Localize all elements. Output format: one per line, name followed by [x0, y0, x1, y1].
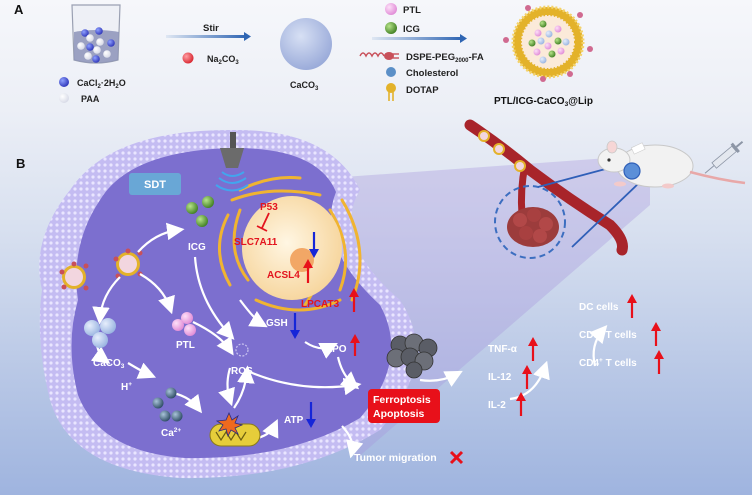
tumor-migration-label: Tumor migration: [354, 452, 437, 464]
icg-legend-label: ICG: [403, 24, 420, 35]
cd8-cells-label: CD8+ T cells: [579, 329, 637, 341]
na2co3-label: Na2CO3: [207, 54, 239, 66]
sdt-badge: [129, 173, 181, 195]
p53-label: P53: [260, 202, 278, 213]
cacl2-label: CaCl2·2H2O: [77, 78, 126, 90]
lpcat3-label: LPCAT3: [301, 299, 340, 310]
caco3-label: CaCO3: [290, 80, 319, 92]
na2co3-dot-icon: [182, 52, 194, 64]
icg-particle-icon: [186, 202, 198, 214]
dc-up-arrow-icon: [627, 294, 637, 318]
ultrasound-waves-icon: [215, 171, 249, 192]
cacl2-dot-icon: [59, 77, 69, 87]
gsh-down-arrow-icon: [290, 313, 300, 339]
paa-dot-icon: [59, 93, 69, 103]
ros-label: ROS: [231, 366, 253, 377]
liposome-entering-icon: [59, 261, 89, 291]
ros-icon: [235, 343, 249, 357]
stir-label: Stir: [203, 23, 219, 34]
tumor-highlight-circle: [494, 185, 566, 259]
slc7a11-down-arrow-icon: [309, 232, 319, 258]
ptl-dot-icon: [385, 3, 397, 15]
icg-particle-icon: [196, 215, 208, 227]
acsl4-label: ACSL4: [267, 270, 300, 281]
mouse-bandage-icon: [630, 142, 646, 155]
icg-particle-icon: [202, 196, 214, 208]
panel-b-label: B: [16, 156, 25, 171]
lpcat3-up-arrow-icon: [349, 288, 359, 312]
ptl-particle-icon: [181, 312, 193, 324]
cd4-cells-label: CD4+ T cells: [579, 357, 637, 369]
atp-label: ATP: [284, 415, 304, 426]
dc-cells-label: DC cells: [579, 302, 619, 313]
lpo-label: LPO: [326, 344, 347, 355]
ca2-label: Ca2+: [161, 427, 181, 439]
ptl-particle-icon: [184, 324, 196, 336]
cholesterol-dot-icon: [386, 67, 396, 77]
dspe-peg-fa-icon: [359, 52, 399, 60]
dspe-peg-fa-label: DSPE-PEG2000-FA: [406, 52, 484, 64]
il2-up-arrow-icon: [516, 392, 526, 416]
p53-inhibition-icon: [256, 212, 270, 232]
ferroptosis-label: Ferroptosis: [373, 394, 431, 406]
beaker-icon: [71, 4, 121, 64]
mouse-tumor-site-icon: [623, 162, 641, 180]
nucleus: [242, 196, 342, 300]
step1-arrow: [166, 35, 246, 38]
icg-cell-label: ICG: [188, 242, 206, 253]
tnf-up-arrow-icon: [528, 337, 538, 361]
il12-up-arrow-icon: [522, 365, 532, 389]
zoom-projection: [330, 155, 650, 460]
ca-ion-icon: [152, 397, 164, 409]
pathway-arrows: [90, 222, 608, 459]
cd8-up-arrow-icon: [651, 322, 661, 346]
caco3-particle-icon: [92, 332, 108, 348]
lpo-up-arrow-icon: [350, 334, 360, 356]
dotap-label: DOTAP: [406, 85, 439, 96]
nucleolus: [290, 248, 314, 272]
cd4-up-arrow-icon: [654, 350, 664, 374]
step1-arrowhead: [244, 32, 251, 41]
step2-arrow: [372, 37, 462, 40]
gsh-label: GSH: [266, 318, 288, 329]
cholesterol-label: Cholesterol: [406, 68, 458, 79]
inhibited-x-icon: [449, 450, 464, 465]
ptl-cell-label: PTL: [176, 340, 195, 351]
ca-ion-icon: [171, 410, 183, 422]
ptl-legend-label: PTL: [403, 5, 421, 16]
caco3-particle-icon: [280, 18, 332, 70]
tumor-mass-icon: [507, 207, 559, 247]
caco3-particle-icon: [100, 318, 116, 334]
sdt-label: SDT: [144, 179, 166, 191]
mitochondrion-icon: [209, 411, 261, 447]
atp-down-arrow-icon: [306, 402, 316, 428]
product-label: PTL/ICG-CaCO3@Lip: [494, 96, 593, 108]
ca-ion-icon: [159, 410, 171, 422]
caco3-particle-icon: [84, 320, 100, 336]
apoptosis-label: Apoptosis: [373, 408, 424, 420]
paa-label: PAA: [81, 94, 100, 104]
step2-arrowhead: [460, 34, 467, 43]
caco3-cell-label: CaCO3: [93, 358, 125, 370]
cytokine-il2-label: IL-2: [488, 400, 506, 411]
dead-cell-cluster-icon: [386, 333, 438, 379]
icg-dot-icon: [385, 22, 397, 34]
syringe-icon: [704, 140, 744, 174]
acsl4-up-arrow-icon: [303, 259, 313, 283]
ferroptosis-apoptosis-box: [368, 389, 440, 423]
ptl-particle-icon: [172, 319, 184, 331]
slc7a11-label: SLC7A11: [234, 237, 278, 248]
dotap-icon: [386, 83, 396, 101]
cytokine-il12-label: IL-12: [488, 372, 512, 383]
ca-ion-icon: [165, 387, 177, 399]
cytokine-tnf-label: TNF-α: [488, 344, 518, 355]
panel-a-label: A: [14, 2, 24, 17]
liposome-product-icon: [503, 5, 593, 82]
ultrasound-probe-icon: [220, 132, 244, 168]
h-plus-label: H+: [121, 381, 132, 393]
